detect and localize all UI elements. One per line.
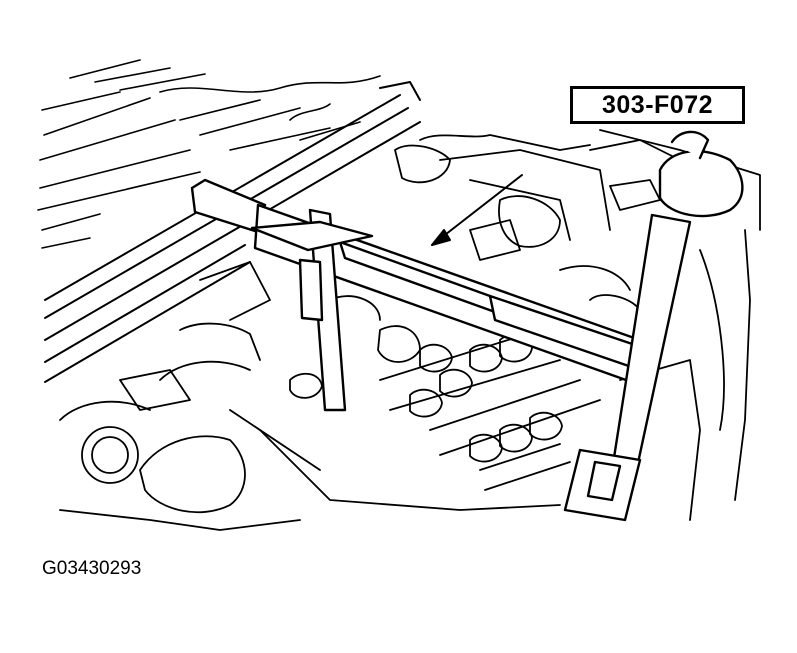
pointer-arrow [431, 174, 523, 246]
alignment-tool [190, 130, 744, 522]
tool-number-label: 303-F072 [570, 86, 745, 124]
figure-id: G03430293 [42, 558, 142, 579]
lower-components [59, 261, 561, 531]
